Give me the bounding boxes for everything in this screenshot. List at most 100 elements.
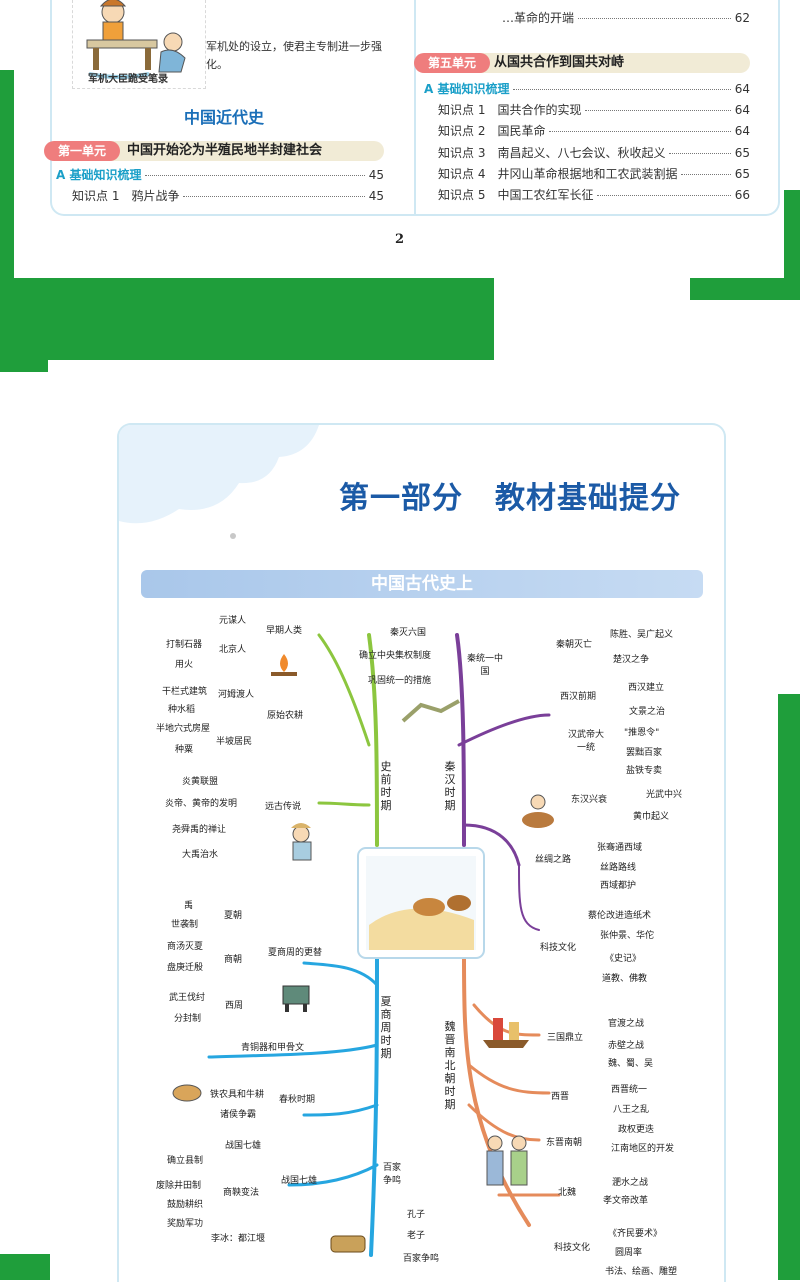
unit-tag: 第五单元 [414,53,490,73]
node: 春秋时期 [279,1095,316,1105]
node: 书法、绘画、雕塑 [605,1267,678,1277]
toc-entry[interactable]: 知识点 3 南昌起义、八七会议、秋收起义 65 [438,144,750,161]
green-decor-block [14,278,494,360]
toc-entry-page: 62 [734,11,750,25]
node: 江南地区的开发 [611,1144,675,1154]
unit-bar [50,141,384,161]
node: 干栏式建筑 [162,687,208,697]
section-title: 中国近代史 [184,108,265,127]
toc-page: 军机大臣跪受笔录 军机处的设立，使君主专制进一步强化。 中国近代史 第一单元 中… [14,0,784,278]
node: 奖励军功 [167,1219,204,1229]
node: 战国七雄 [225,1141,262,1151]
node: 张骞通西域 [597,843,643,853]
toc-entry[interactable]: A 基础知识梳理 64 [424,80,750,97]
node: 光武中兴 [646,790,683,800]
node: 远古传说 [265,802,302,812]
node: 百家争鸣 [403,1254,440,1264]
toc-entry-page: 65 [734,146,750,160]
toc-entry[interactable]: 知识点 1 鸦片战争 45 [72,187,384,204]
leader-dots [145,175,365,176]
node: 西汉建立 [628,683,665,693]
toc-entry[interactable]: 知识点 1 国共合作的实现 64 [438,101,750,118]
illustration-caption: 军机大臣跪受笔录 [88,74,168,85]
node: 汉武帝大一统 [568,730,605,753]
toc-entry-page: 66 [734,188,750,202]
node: 原始农耕 [267,711,304,721]
node: 尧舜禹的禅让 [172,825,227,835]
toc-entry[interactable]: 知识点 4 井冈山革命根据地和工农武装割据 65 [438,165,750,182]
ox-plough-icon [167,1077,207,1107]
illustration-box [72,0,206,89]
toc-entry[interactable]: 知识点 2 国民革命 64 [438,122,750,139]
toc-entry-label: 知识点 1 鸦片战争 [72,189,180,203]
part-title-sub: 教材基础提分 [495,481,681,516]
bonfire-icon [267,650,301,680]
node: 元谋人 [219,616,247,626]
bronze-vessel-icon [277,980,315,1014]
toc-entry-label: A 基础知识梳理 [424,82,510,96]
node: 诸侯争霸 [220,1110,257,1120]
node: 丝绸之路 [535,855,572,865]
book-page: 第一部分教材基础提分 中国古代史上 [117,423,726,1282]
node: 夏商周的更替 [268,948,323,958]
node: 罢黜百家 [626,748,663,758]
node: 武王伐纣 [169,993,206,1003]
scholars-icon [479,1131,535,1197]
unit-title: 中国开始沦为半殖民地半封建社会 [127,143,323,158]
node: 黄巾起义 [633,812,670,822]
node: 赤壁之战 [608,1041,645,1051]
node: 废除井田制 [156,1181,202,1191]
green-decor-block [0,360,48,372]
toc-entry-page: 64 [734,124,750,138]
leader-dots [669,153,731,154]
node: 河姆渡人 [218,690,255,700]
toc-entry-page: 45 [368,168,384,182]
node: 夏朝 [224,911,243,921]
node: 楚汉之争 [613,655,650,665]
toc-entry-page: 64 [734,82,750,96]
branch-prehistory: 史前时期 [380,760,392,812]
minister-kneeling-illustration [86,0,186,79]
node: 北魏 [558,1188,577,1198]
branch-xiashangzhou: 夏商周时期 [380,995,392,1060]
node: 种粟 [175,745,194,755]
node: 商朝 [224,955,243,965]
cloud-decoration [119,425,319,524]
node: 西域都护 [600,881,637,891]
boat-icon [479,1012,533,1052]
node: 半坡居民 [216,737,253,747]
node: 道教、佛教 [602,974,648,984]
node: 西周 [225,1001,244,1011]
branch-weijin: 魏晋南北朝时期 [444,1020,456,1111]
unit-title: 从国共合作到国共对峙 [494,55,625,70]
node: 盘庚迁殷 [167,963,204,973]
node: 官渡之战 [608,1019,645,1029]
toc-entry[interactable]: 知识点 5 中国工农红军长征 66 [438,186,750,203]
node: 炎黄联盟 [182,777,219,787]
node: 秦朝灭亡 [556,640,593,650]
node: 淝水之战 [612,1178,649,1188]
node: 西晋 [551,1092,570,1102]
node: 魏、蜀、吴 [608,1059,654,1069]
horseman-icon [516,790,560,834]
node: 商鞅变法 [223,1188,260,1198]
node: 陈胜、吴广起义 [610,630,674,640]
leader-dots [585,110,731,111]
node: 北京人 [219,645,247,655]
node: 秦统一中国 [466,654,503,677]
toc-entry[interactable]: …革命的开端 62 [502,9,750,26]
node: 半地穴式房屋 [156,724,211,734]
page-number: 2 [395,232,405,247]
node: 东汉兴衰 [571,795,608,805]
toc-entry[interactable]: A 基础知识梳理 45 [56,166,384,183]
node: 确立县制 [167,1156,204,1166]
node: 三国鼎立 [547,1033,584,1043]
node: 东晋南朝 [546,1138,583,1148]
toc-entry-label: 知识点 3 南昌起义、八七会议、秋收起义 [438,146,666,160]
node: 《齐民要术》 [608,1229,663,1239]
toc-entry-label: 知识点 4 井冈山革命根据地和工农武装割据 [438,167,678,181]
node: 盐铁专卖 [626,766,663,776]
node: "推恩令" [624,728,660,738]
leader-dots [183,196,365,197]
node: 用火 [175,660,194,670]
